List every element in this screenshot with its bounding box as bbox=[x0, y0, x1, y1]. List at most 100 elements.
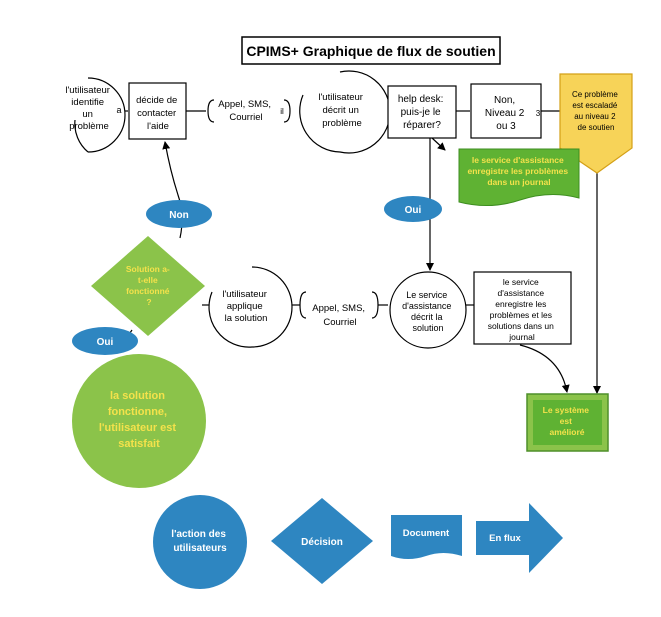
non-levels-node: Non, Niveau 2 ou 3 bbox=[470, 83, 542, 139]
solution-ok-line-4: satisfait bbox=[118, 438, 160, 450]
escalated-line-1: Ce problème bbox=[572, 90, 618, 99]
svg-text:help desk: puis-je le: help desk: puis-je le réparer? bbox=[398, 94, 446, 131]
solution-ok-line-2: fonctionne, bbox=[108, 406, 167, 418]
svg-text:Solution a- t-elle: Solution a- t-elle fonctionné ? bbox=[126, 264, 172, 307]
svg-text:Ce problème est escaladé: Ce problème est escaladé au niveau 2 de … bbox=[572, 90, 620, 132]
logs-solutions-line-2: d'assistance bbox=[498, 288, 545, 298]
legend-document-label: Document bbox=[403, 528, 450, 539]
user-identifies-line-2: identifie bbox=[71, 97, 104, 108]
legend-action-line-2: utilisateurs bbox=[173, 543, 227, 554]
il-label: il bbox=[280, 107, 284, 116]
solution-ok-node: la solution fonctionne, l'utilisateur es… bbox=[72, 354, 206, 488]
logs-solutions-line-6: journal bbox=[508, 332, 535, 342]
non-levels-line-3: ou 3 bbox=[496, 121, 516, 132]
legend-decision-label: Décision bbox=[301, 537, 343, 548]
solution-works-line-3: fonctionné bbox=[126, 286, 170, 296]
service-describes-line-4: solution bbox=[412, 323, 443, 333]
non-solution-label: Non bbox=[169, 210, 188, 221]
logs-solutions-line-5: solutions dans un bbox=[488, 321, 554, 331]
svg-text:l'action des utilisate: l'action des utilisateurs bbox=[171, 529, 228, 554]
logs-solutions-node: le service d'assistance enregistre les p… bbox=[473, 271, 572, 345]
a-label: a bbox=[116, 105, 121, 115]
channels-top-line-1: Appel, SMS, bbox=[218, 99, 271, 110]
non-solution-oval: Non bbox=[146, 200, 212, 228]
decides-contact-line-1: décide de bbox=[136, 95, 177, 106]
three-label: 3 bbox=[536, 109, 541, 118]
oui-help-label: Oui bbox=[405, 205, 422, 216]
user-describes-line-2: décrit un bbox=[322, 105, 358, 116]
svg-text:l'utilisateur identifie: l'utilisateur identifie un problème bbox=[65, 85, 112, 132]
legend-flow: En flux bbox=[476, 503, 563, 573]
user-describes-line-3: problème bbox=[322, 118, 362, 129]
legend-document: Document bbox=[391, 515, 462, 559]
decides-contact-line-2: contacter bbox=[137, 108, 176, 119]
legend-action: l'action des utilisateurs bbox=[153, 495, 247, 589]
channels-top-line-2: Courriel bbox=[229, 112, 262, 123]
system-improved-line-2: est bbox=[560, 416, 572, 426]
system-improved-line-1: Le système bbox=[543, 405, 590, 415]
service-describes-line-2: d'assistance bbox=[402, 301, 451, 311]
channels-bottom: Appel, SMS, Courriel bbox=[312, 303, 367, 328]
channels-bottom-line-1: Appel, SMS, bbox=[312, 303, 365, 314]
solution-works-line-2: t-elle bbox=[138, 275, 158, 285]
logs-solutions-line-3: enregistre les bbox=[495, 299, 546, 309]
oui-help-oval: Oui bbox=[384, 196, 442, 222]
legend: l'action des utilisateurs Décision Docum… bbox=[153, 495, 563, 589]
user-applies-node: l'utilisateur applique la solution bbox=[208, 266, 293, 348]
user-identifies-line-1: l'utilisateur bbox=[65, 85, 110, 96]
logs-problems-line-2: enregistre les problèmes bbox=[467, 166, 568, 176]
user-describes-node: l'utilisateur décrit un problème bbox=[299, 70, 391, 154]
help-desk-line-1: help desk: bbox=[398, 94, 444, 105]
service-describes-line-1: Le service bbox=[406, 290, 447, 300]
solution-ok-line-1: la solution bbox=[110, 390, 165, 402]
svg-text:l'utilisateur applique: l'utilisateur applique la solution bbox=[222, 289, 269, 324]
decides-contact-line-3: l'aide bbox=[147, 121, 169, 132]
non-levels-line-1: Non, bbox=[494, 95, 515, 106]
logs-problems-line-1: le service d'assistance bbox=[472, 155, 564, 165]
channels-bottom-line-2: Courriel bbox=[323, 317, 356, 328]
user-applies-line-3: la solution bbox=[225, 313, 268, 324]
oui-solution-label: Oui bbox=[97, 337, 114, 348]
decides-contact-node: décide de contacter l'aide bbox=[128, 82, 187, 140]
legend-decision: Décision bbox=[271, 498, 373, 584]
legend-action-line-1: l'action des bbox=[171, 529, 226, 540]
user-identifies-line-4: problème bbox=[69, 121, 109, 132]
legend-flow-label: En flux bbox=[489, 533, 521, 544]
help-desk-node: help desk: puis-je le réparer? bbox=[387, 85, 457, 139]
logs-problems-line-3: dans un journal bbox=[487, 177, 550, 187]
channels-top: Appel, SMS, Courriel bbox=[218, 99, 273, 123]
svg-text:l'utilisateur décrit un: l'utilisateur décrit un problème bbox=[318, 92, 365, 129]
solution-works-line-1: Solution a- bbox=[126, 264, 170, 274]
logs-problems-document: le service d'assistance enregistre les p… bbox=[458, 148, 580, 206]
solution-works-decision: Solution a- t-elle fonctionné ? bbox=[91, 236, 205, 336]
svg-text:Le système est amé: Le système est amélioré bbox=[543, 405, 592, 437]
user-describes-line-1: l'utilisateur bbox=[318, 92, 363, 103]
user-identifies-node: l'utilisateur identifie un problème bbox=[65, 77, 126, 153]
solution-ok-line-3: l'utilisateur est bbox=[99, 422, 177, 434]
escalated-line-2: est escaladé bbox=[572, 101, 617, 110]
svg-text:Non, Niveau 2 ou 3: Non, Niveau 2 ou 3 bbox=[485, 95, 527, 132]
user-identifies-line-3: un bbox=[82, 109, 93, 120]
solution-works-line-4: ? bbox=[146, 297, 151, 307]
system-improved-node: Le système est amélioré bbox=[526, 393, 609, 452]
oui-solution-oval: Oui bbox=[72, 327, 138, 355]
user-applies-line-2: applique bbox=[227, 301, 263, 312]
service-describes-node: Le service d'assistance décrit la soluti… bbox=[389, 271, 467, 349]
escalated-node: Ce problème est escaladé au niveau 2 de … bbox=[559, 73, 633, 174]
help-desk-line-2: puis-je le bbox=[401, 107, 441, 118]
non-levels-line-2: Niveau 2 bbox=[485, 108, 525, 119]
svg-text:décide de contacter: décide de contacter l'aide bbox=[136, 95, 180, 132]
title-box bbox=[241, 36, 501, 65]
help-desk-line-3: réparer? bbox=[403, 120, 441, 131]
system-improved-line-3: amélioré bbox=[550, 427, 585, 437]
svg-text:le service d'assistance: le service d'assistance enregistre les p… bbox=[467, 155, 570, 187]
svg-text:Le service d'assistanc: Le service d'assistance décrit la soluti… bbox=[402, 290, 454, 333]
escalated-line-3: au niveau 2 bbox=[574, 112, 616, 121]
page-title: CPIMS+ Graphique de flux de soutien bbox=[246, 43, 495, 59]
logs-solutions-line-4: problèmes et les bbox=[490, 310, 552, 320]
escalated-line-4: de soutien bbox=[578, 123, 615, 132]
user-applies-line-1: l'utilisateur bbox=[222, 289, 267, 300]
service-describes-line-3: décrit la bbox=[411, 312, 443, 322]
svg-text:la solution fonctionne,: la solution fonctionne, l'utilisateur es… bbox=[99, 390, 179, 450]
svg-text:le service d'assistance: le service d'assistance enregistre les p… bbox=[488, 277, 557, 342]
